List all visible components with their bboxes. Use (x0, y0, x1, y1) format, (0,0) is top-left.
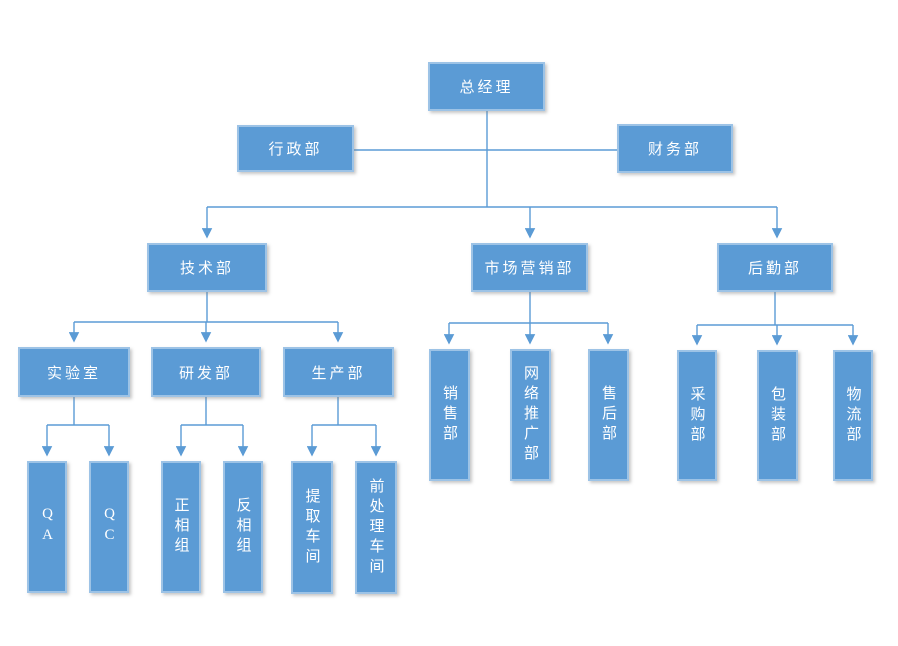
node-laboratory[interactable]: 实验室 (18, 347, 130, 397)
node-logistics-support-dept[interactable]: 后勤部 (717, 243, 833, 292)
node-pretreatment-workshop[interactable]: 前处理车间 (355, 461, 397, 594)
node-after-sales-dept[interactable]: 售后部 (588, 349, 629, 481)
node-technology-dept[interactable]: 技术部 (147, 243, 267, 292)
node-logistics-dept[interactable]: 物流部 (833, 350, 873, 481)
node-sales-dept[interactable]: 销售部 (429, 349, 470, 481)
node-general-manager[interactable]: 总经理 (428, 62, 545, 111)
node-marketing-dept[interactable]: 市场营销部 (471, 243, 588, 292)
node-finance-dept[interactable]: 财务部 (617, 124, 733, 173)
node-normal-phase-group[interactable]: 正相组 (161, 461, 201, 593)
node-online-promotion-dept[interactable]: 网络推广部 (510, 349, 551, 481)
node-purchasing-dept[interactable]: 采购部 (677, 350, 717, 481)
node-rd-dept[interactable]: 研发部 (151, 347, 261, 397)
node-production-dept[interactable]: 生产部 (283, 347, 394, 397)
node-packaging-dept[interactable]: 包装部 (757, 350, 798, 481)
node-extraction-workshop[interactable]: 提取车间 (291, 461, 333, 594)
node-reverse-phase-group[interactable]: 反相组 (223, 461, 263, 593)
node-qc[interactable]: QC (89, 461, 129, 593)
node-administration-dept[interactable]: 行政部 (237, 125, 354, 172)
node-qa[interactable]: QA (27, 461, 67, 593)
